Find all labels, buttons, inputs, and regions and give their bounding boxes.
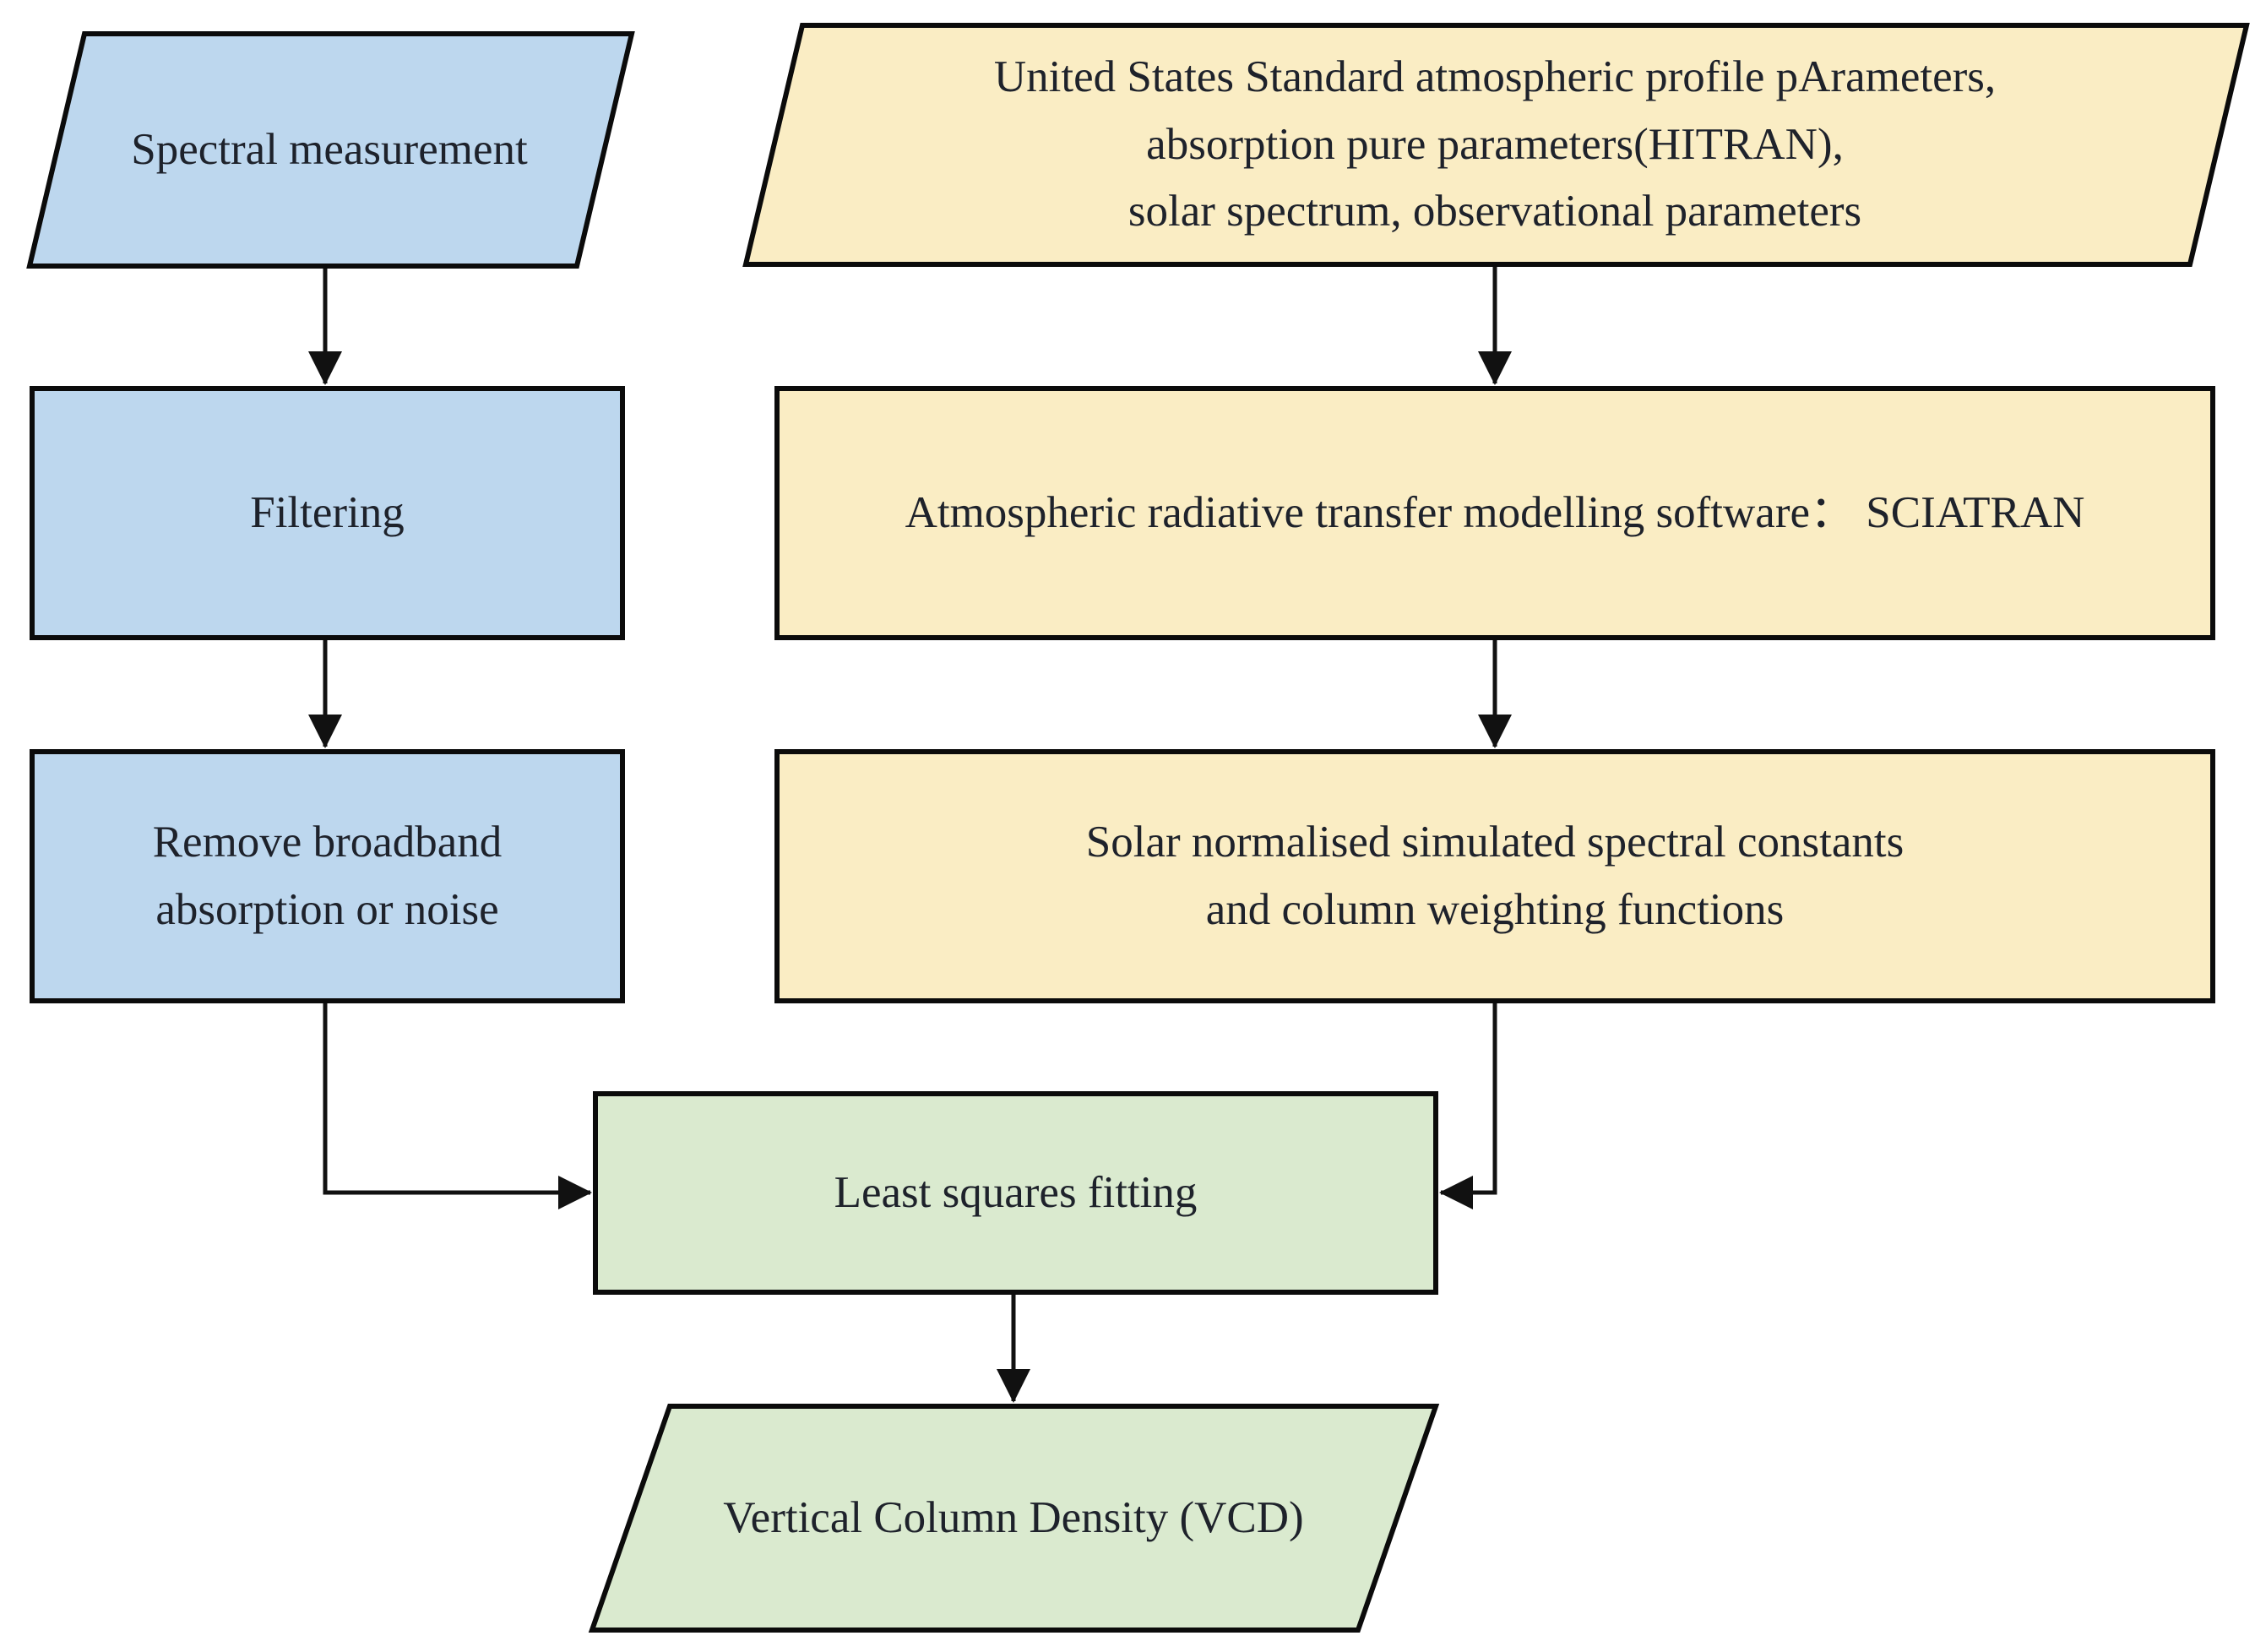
filtering-node [30, 386, 625, 640]
remove-broadband-node [30, 749, 625, 1003]
arrow-solar-to-leastsquares [1439, 1003, 1497, 1209]
vcd-node [588, 1404, 1440, 1633]
input-parameters-node [742, 23, 2250, 267]
sciatran-node [774, 386, 2215, 640]
spectral-measurement-node [26, 31, 635, 269]
least-squares-node [593, 1091, 1438, 1295]
arrow-remove-to-leastsquares [323, 1003, 592, 1209]
solar-normalised-node [774, 749, 2215, 1003]
